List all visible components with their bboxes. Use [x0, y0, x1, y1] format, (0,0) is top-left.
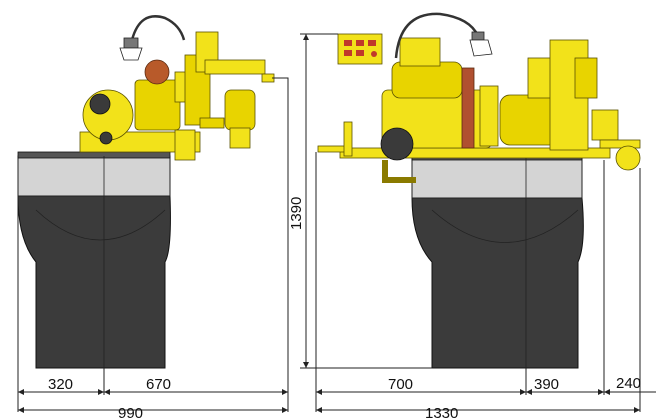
- right-table-slab: [411, 157, 583, 199]
- right-dim-1330: 1330: [425, 405, 458, 419]
- right-dim-700: 700: [388, 376, 413, 393]
- left-base-pedestal: [17, 195, 171, 369]
- left-dim-670: 670: [146, 376, 171, 393]
- right-base-pedestal: [411, 197, 584, 369]
- right-grinding-head: [317, 37, 641, 183]
- left-work-lamp-icon: [119, 15, 186, 61]
- right-dim-240: 240: [616, 375, 641, 392]
- left-view: 320 670 990: [17, 15, 289, 419]
- right-dim-1390: 1390: [288, 197, 305, 230]
- right-dim-390: 390: [534, 376, 559, 393]
- right-view: 1390 700 390 240 1330: [288, 12, 656, 419]
- left-dim-990: 990: [118, 405, 143, 419]
- left-table-slab: [17, 155, 171, 197]
- right-control-panel: [337, 33, 383, 65]
- left-dim-320: 320: [48, 376, 73, 393]
- left-grinding-head: [79, 31, 289, 161]
- right-work-lamp-icon: [394, 12, 493, 59]
